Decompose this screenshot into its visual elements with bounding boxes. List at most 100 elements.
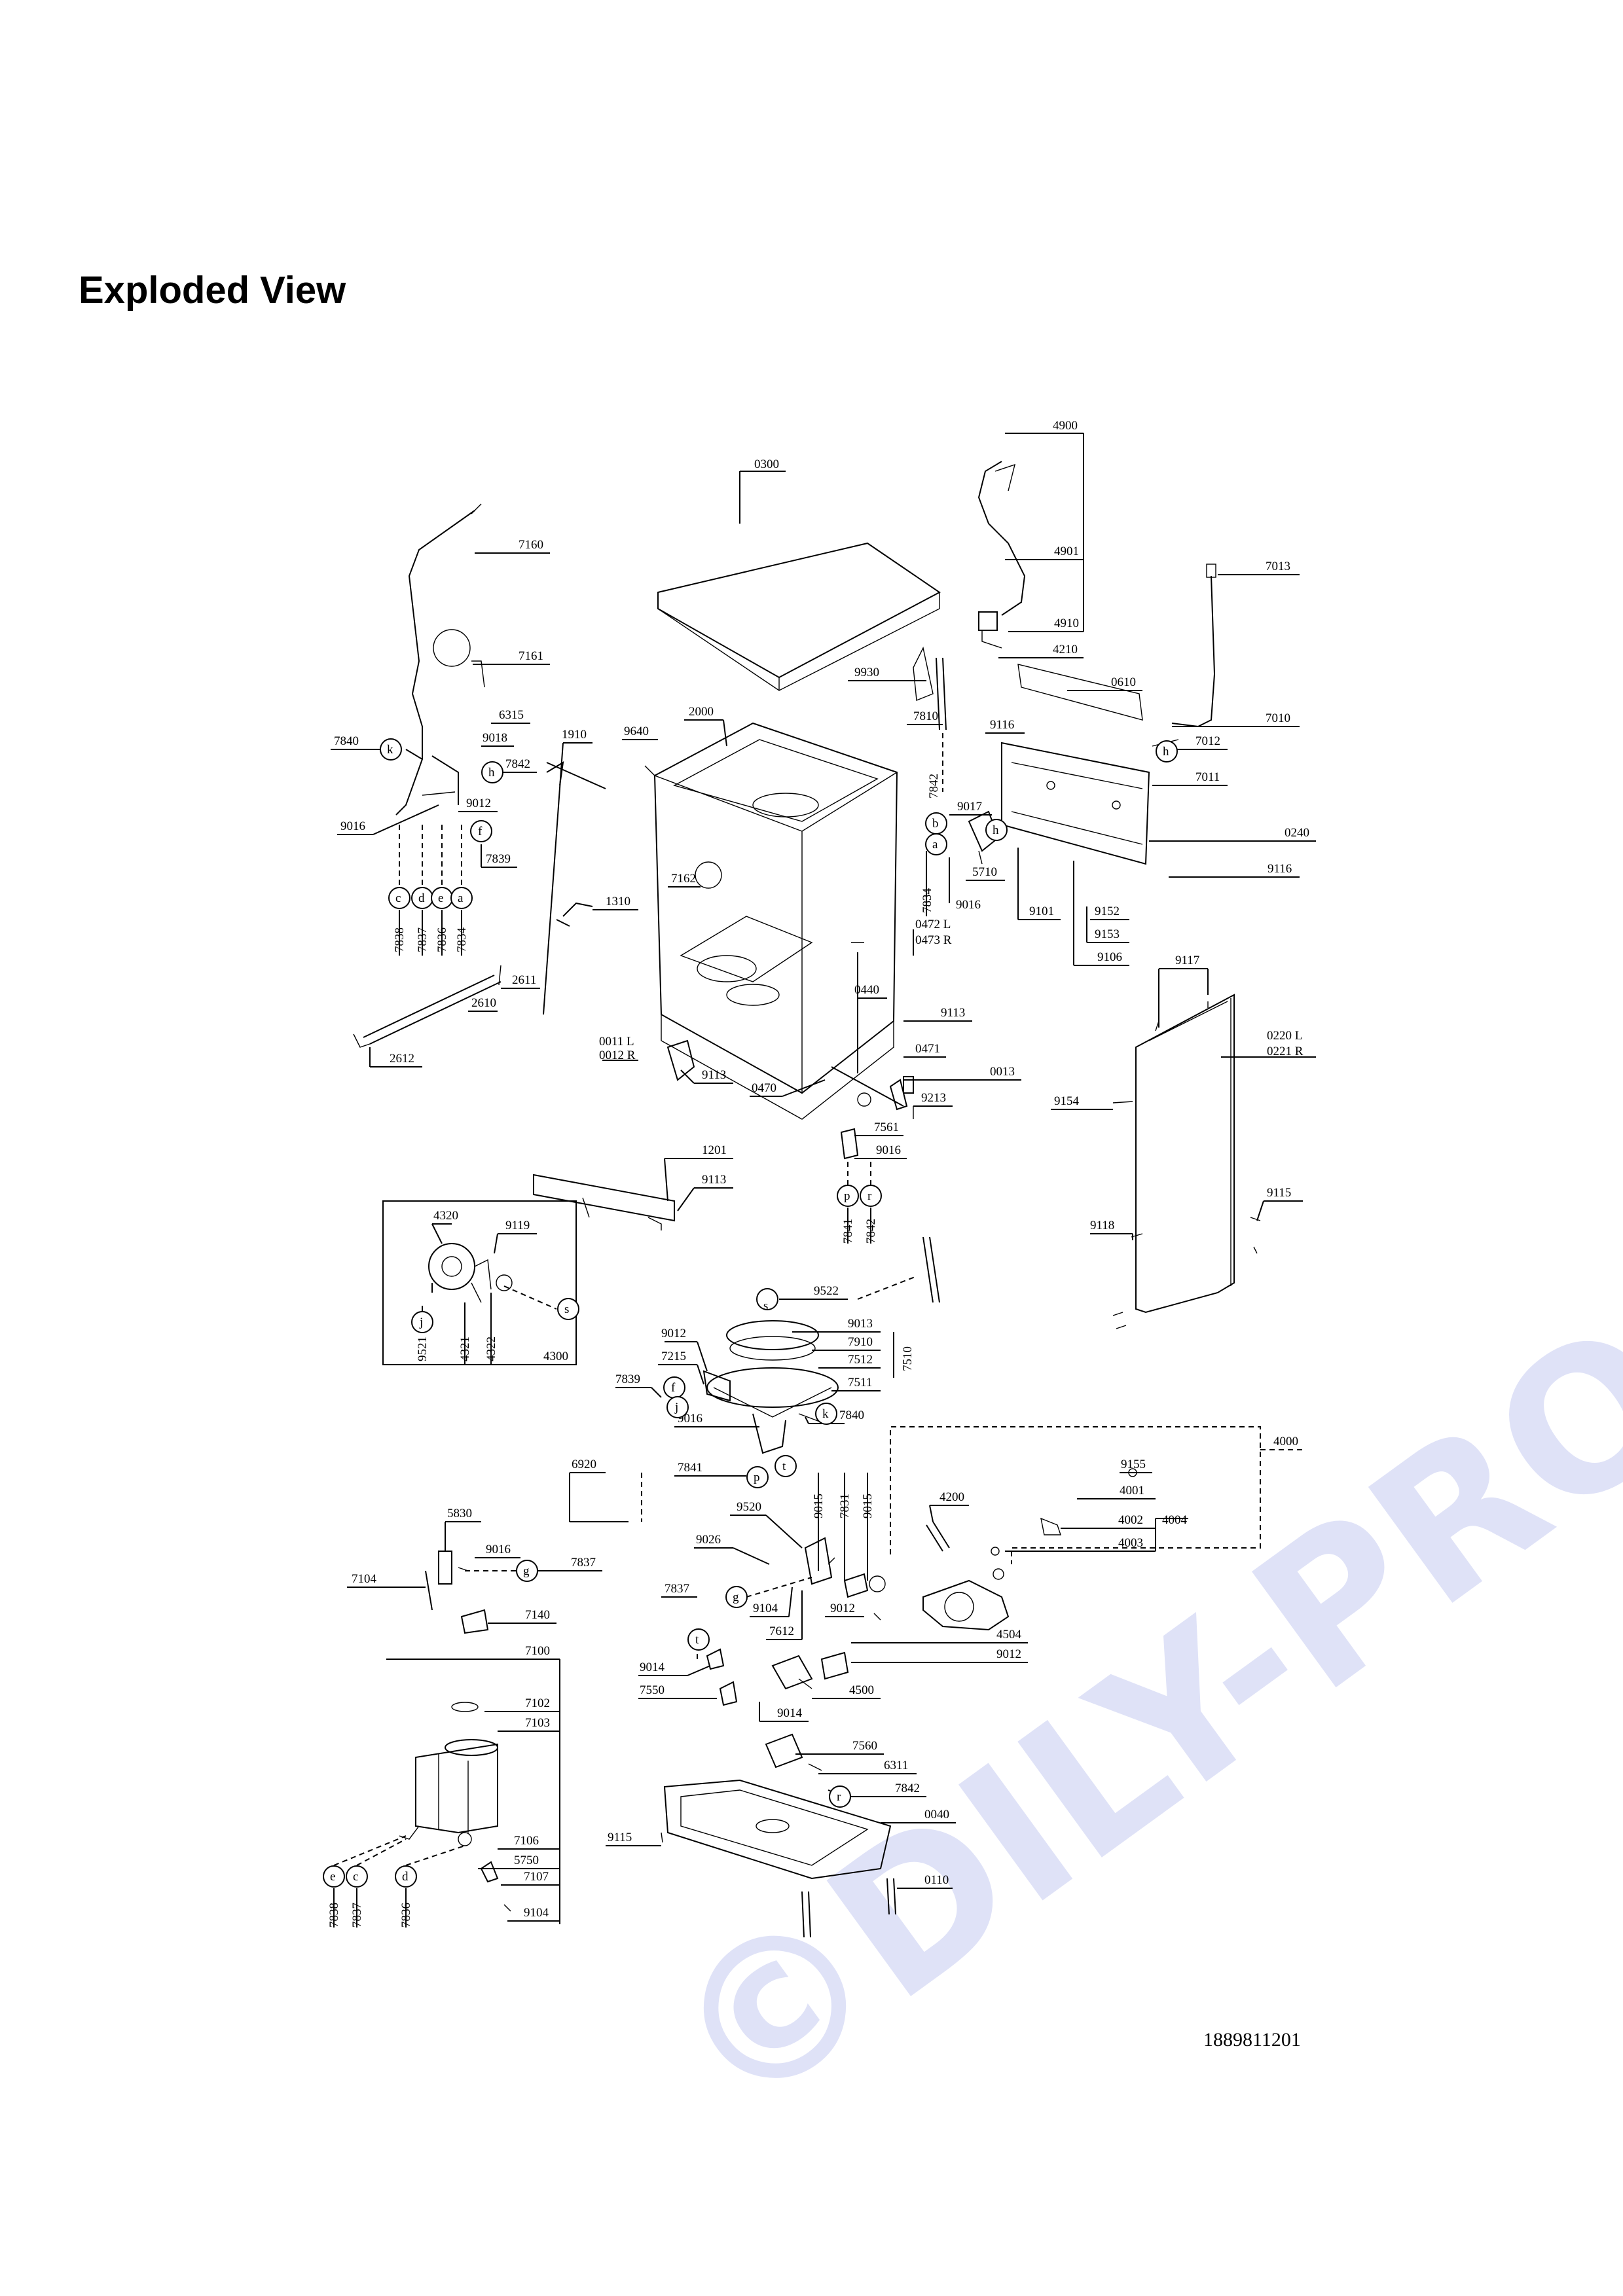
- part-label: 4200: [939, 1490, 964, 1504]
- part-label: 4500: [849, 1683, 874, 1697]
- part-label: 2000: [689, 705, 714, 719]
- part-label: 7836: [399, 1903, 413, 1928]
- part-label: 4003: [1118, 1536, 1143, 1550]
- part-label: 0221 R: [1267, 1045, 1304, 1058]
- part-label: 9012: [996, 1647, 1021, 1661]
- part-label: 7840: [839, 1408, 864, 1422]
- part-label: 9016: [486, 1543, 511, 1556]
- part-label: 7511: [848, 1376, 872, 1390]
- part-label: 0473 R: [915, 933, 952, 947]
- part-label: 7842: [927, 774, 941, 798]
- part-label: 0440: [854, 983, 879, 997]
- marker-c: c: [395, 891, 401, 905]
- part-label: 9152: [1095, 905, 1120, 918]
- part-label: 9018: [483, 731, 507, 745]
- part-label: 7161: [519, 649, 543, 663]
- part-label: 7140: [525, 1608, 550, 1622]
- part-label: 7160: [519, 538, 543, 552]
- part-label: 9521: [416, 1336, 429, 1361]
- part-label: 9213: [921, 1091, 946, 1105]
- part-label: 0300: [754, 457, 779, 471]
- marker-h: h: [1163, 745, 1169, 759]
- part-label: 7512: [848, 1353, 873, 1367]
- marker-d: d: [418, 891, 425, 905]
- part-label: 4001: [1120, 1484, 1144, 1498]
- part-label: 0470: [752, 1081, 776, 1095]
- part-label: 9012: [661, 1327, 686, 1340]
- part-label: 7837: [416, 927, 429, 952]
- leader-lines: [331, 433, 1316, 1928]
- part-label: 9930: [854, 666, 879, 679]
- part-label: 9016: [956, 898, 981, 912]
- marker-h: h: [488, 766, 495, 780]
- part-label: 9015: [812, 1494, 826, 1518]
- part-label: 7215: [661, 1350, 686, 1363]
- part-label: 9106: [1097, 950, 1122, 964]
- part-label: 7012: [1195, 734, 1220, 748]
- part-label: 7837: [571, 1556, 596, 1570]
- part-label: 7842: [505, 757, 530, 771]
- part-label: 7612: [769, 1624, 794, 1638]
- document-number: 1889811201: [1203, 2029, 1301, 2051]
- part-label: 0012 R: [599, 1049, 636, 1062]
- part-label: 9015: [861, 1494, 875, 1518]
- marker-s: s: [564, 1302, 569, 1316]
- part-label: 7840: [334, 734, 359, 748]
- marker-j: j: [419, 1316, 423, 1329]
- part-label: 7013: [1266, 560, 1290, 573]
- part-label: 9013: [848, 1317, 873, 1331]
- part-label: 2611: [512, 973, 536, 987]
- part-label: 4900: [1053, 419, 1078, 433]
- part-label: 6315: [499, 708, 524, 722]
- part-label: 6920: [572, 1458, 596, 1471]
- part-label: 9153: [1095, 927, 1120, 941]
- part-label: 7838: [393, 927, 407, 952]
- part-label: 9113: [702, 1173, 726, 1187]
- part-label: 0220 L: [1267, 1029, 1302, 1043]
- part-label: 4321: [458, 1336, 472, 1361]
- part-label: 1910: [562, 728, 587, 742]
- part-label: 0110: [924, 1873, 949, 1887]
- part-label: 7103: [525, 1716, 550, 1730]
- marker-a: a: [932, 838, 938, 852]
- part-label: 7810: [913, 709, 938, 723]
- part-label: 9017: [957, 800, 982, 814]
- part-shapes: [353, 461, 1306, 1938]
- marker-s: s: [763, 1299, 768, 1313]
- part-label: 0240: [1285, 826, 1309, 840]
- part-label: 9640: [624, 725, 649, 738]
- part-label: 7841: [841, 1219, 855, 1244]
- part-label: 6311: [884, 1759, 908, 1772]
- part-label: 4910: [1054, 617, 1079, 630]
- part-label: 7106: [514, 1834, 539, 1848]
- marker-r: r: [837, 1790, 841, 1804]
- part-label: 9116: [1267, 862, 1292, 876]
- part-label: 9117: [1175, 954, 1199, 967]
- part-label: 4322: [484, 1336, 498, 1361]
- marker-c: c: [353, 1870, 358, 1884]
- part-label: 9113: [702, 1068, 726, 1082]
- part-label: 7837: [665, 1582, 689, 1596]
- part-label: 9101: [1029, 905, 1054, 918]
- marker-e: e: [330, 1870, 335, 1884]
- part-label: 7510: [901, 1346, 915, 1371]
- marker-b: b: [932, 817, 939, 831]
- part-label: 2610: [471, 996, 496, 1010]
- part-label: 7560: [852, 1739, 877, 1753]
- marker-j: j: [674, 1401, 678, 1414]
- marker-f: f: [671, 1381, 676, 1395]
- part-label: 2612: [390, 1052, 414, 1066]
- part-label: 7104: [352, 1572, 377, 1586]
- part-label: 5830: [447, 1507, 472, 1520]
- part-label: 9155: [1121, 1458, 1146, 1471]
- part-label: 9115: [608, 1831, 632, 1844]
- part-label: 4320: [433, 1209, 458, 1223]
- part-label: 7842: [864, 1219, 878, 1244]
- part-label: 0610: [1111, 675, 1136, 689]
- part-label: 9026: [696, 1533, 721, 1547]
- part-label: 9520: [737, 1500, 761, 1514]
- part-label: 9522: [814, 1284, 839, 1298]
- marker-k: k: [822, 1407, 829, 1421]
- part-label: 7100: [525, 1644, 550, 1658]
- marker-h: h: [993, 823, 999, 837]
